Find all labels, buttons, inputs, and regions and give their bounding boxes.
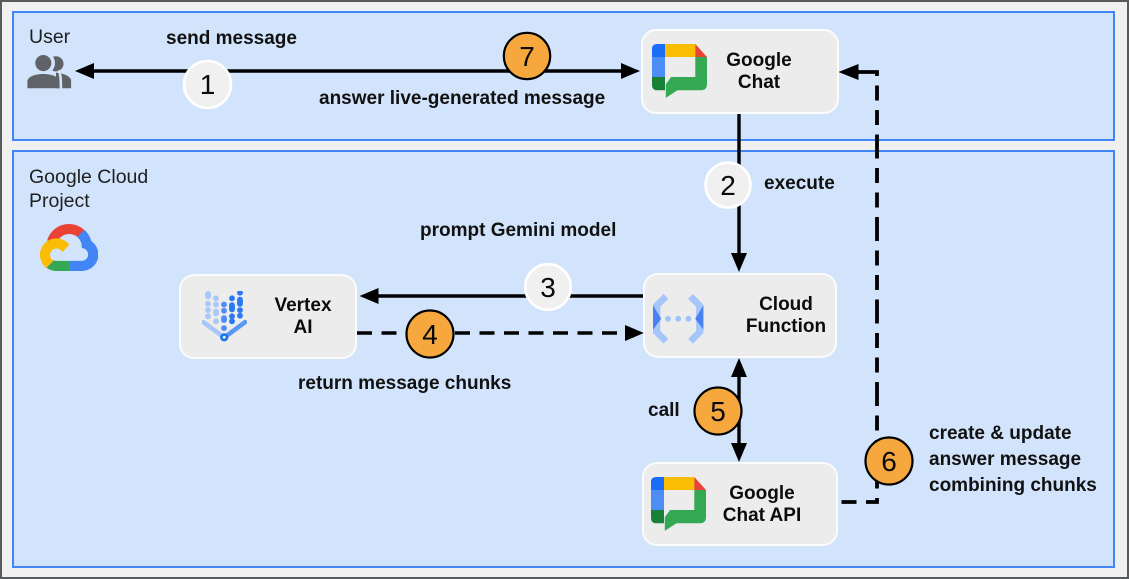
svg-text:2: 2 bbox=[720, 170, 736, 201]
svg-text:7: 7 bbox=[519, 41, 535, 72]
svg-text:1: 1 bbox=[200, 69, 216, 100]
svg-text:4: 4 bbox=[422, 319, 438, 350]
svg-text:6: 6 bbox=[881, 446, 897, 477]
svg-text:3: 3 bbox=[540, 272, 556, 303]
svg-text:5: 5 bbox=[710, 396, 726, 427]
